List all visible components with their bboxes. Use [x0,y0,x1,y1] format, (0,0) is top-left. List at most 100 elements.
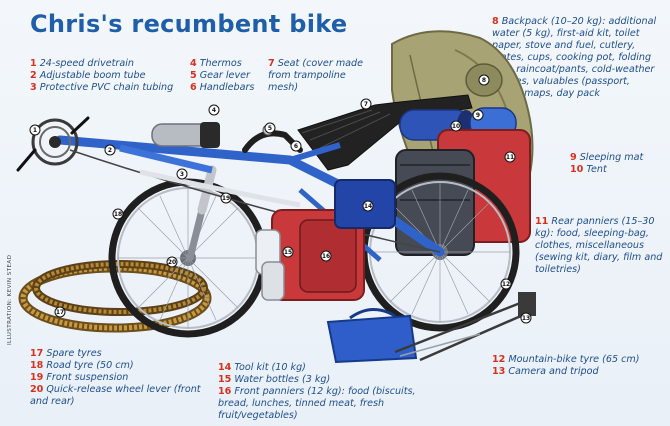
legend-number: 9 [570,152,577,163]
svg-text:5: 5 [268,125,272,132]
legend-text: Tent [586,164,607,175]
svg-text:6: 6 [294,143,298,150]
callout-7: 7 [360,98,372,110]
legend-text: Seat (cover made from trampoline mesh) [268,58,364,93]
callout-3: 3 [176,168,188,180]
legend-text: Front suspension [46,372,129,383]
legend-text: Front panniers (12 kg): food (biscuits, … [218,386,416,421]
legend-text: Sleeping mat [579,152,644,163]
legend-number: 12 [492,354,506,365]
legend-number: 13 [492,366,506,377]
svg-text:4: 4 [212,107,216,114]
callout-13: 13 [520,312,532,324]
svg-text:11: 11 [506,154,514,161]
svg-text:2: 2 [108,147,112,154]
svg-text:12: 12 [502,281,510,288]
callout-14: 14 [362,200,374,212]
water-bottles [255,229,285,301]
legend-number: 6 [190,82,197,93]
callout-16: 16 [320,250,332,262]
callout-4: 4 [208,104,220,116]
svg-text:8: 8 [482,77,486,84]
legend-number: 16 [218,386,232,397]
svg-text:15: 15 [284,249,292,256]
legend-number: 20 [30,384,44,395]
callout-18: 18 [112,208,124,220]
legend-text: 24-speed drivetrain [39,58,134,69]
legend-text: Rear panniers (15–30 kg): food, sleeping… [535,216,663,275]
callout-markers: 1 2 3 4 5 6 7 8 9 10 11 12 13 14 15 16 1… [29,74,532,324]
legend-number: 4 [190,58,197,69]
legend-text: Adjustable boom tube [39,70,146,81]
svg-text:14: 14 [364,203,372,210]
callout-9: 9 [472,109,484,121]
svg-text:18: 18 [114,211,122,218]
legend-number: 15 [218,374,232,385]
legend-text: Camera and tripod [508,366,599,377]
legend-number: 8 [492,16,499,27]
legend-text: Quick-release wheel lever (front and rea… [30,384,201,407]
legend-number: 3 [30,82,37,93]
svg-text:7: 7 [364,101,368,108]
thermos [151,122,220,148]
legend-text: Thermos [199,58,242,69]
legend-text: Handlebars [199,82,255,93]
svg-text:9: 9 [476,112,480,119]
callout-17: 17 [54,306,66,318]
callout-10: 10 [450,120,462,132]
legend-number: 10 [570,164,584,175]
callout-5: 5 [264,122,276,134]
callout-15: 15 [282,246,294,258]
legend-number: 7 [268,58,275,69]
callout-12: 12 [500,278,512,290]
callout-20: 20 [166,256,178,268]
legend-text: Gear lever [199,70,250,81]
legend-number: 5 [190,70,197,81]
legend-text: Road tyre (50 cm) [46,360,134,371]
camera-and-tripod [326,292,536,364]
legend-text: Spare tyres [46,348,102,359]
page-title: Chris's recumbent bike [30,10,348,38]
svg-text:20: 20 [168,259,176,266]
svg-text:17: 17 [56,309,64,316]
legend-text: Mountain-bike tyre (65 cm) [508,354,640,365]
legend-number: 19 [30,372,44,383]
legend-text: Water bottles (3 kg) [234,374,331,385]
svg-text:16: 16 [322,253,330,260]
legend-number: 11 [535,216,549,227]
svg-text:1: 1 [33,127,37,134]
legend-number: 1 [30,58,37,69]
chain-tubing [139,169,301,208]
legend-text: Backpack (10–20 kg): additional water (5… [492,16,657,99]
legend-number: 18 [30,360,44,371]
callout-11: 11 [504,151,516,163]
callout-19: 19 [220,192,232,204]
